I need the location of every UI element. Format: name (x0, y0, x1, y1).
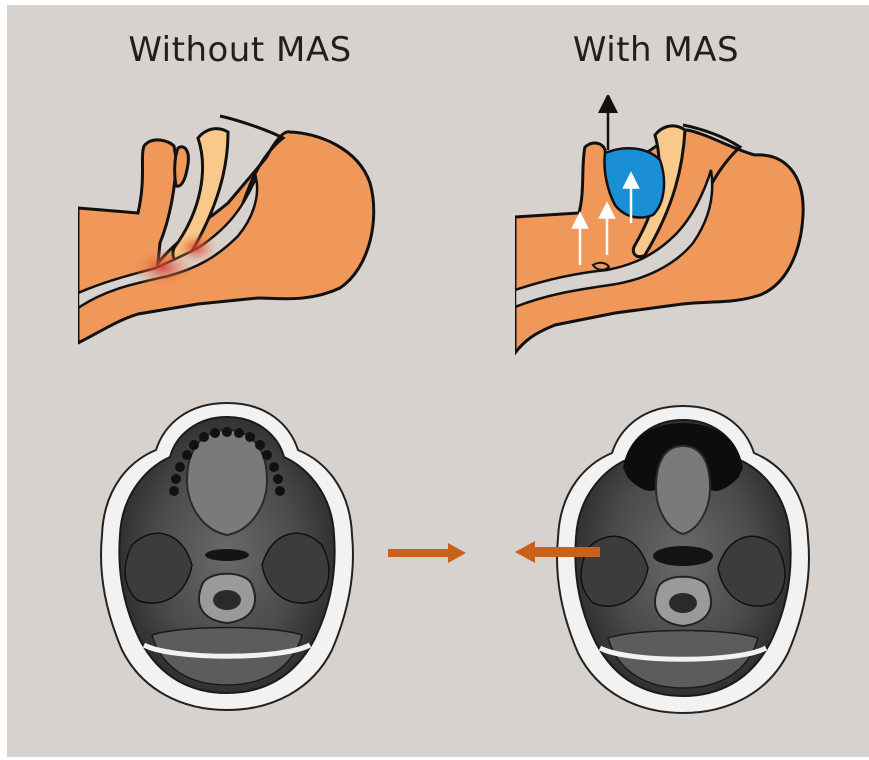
airway-widened (653, 546, 713, 566)
arrow-right-orange (388, 543, 468, 563)
airway-diagram-without-mas (78, 108, 378, 348)
obstruction-glow-2 (174, 232, 218, 264)
mri-axial-without-mas (92, 395, 362, 715)
title-with-mas: With MAS (486, 30, 826, 70)
tongue-tip (593, 263, 609, 270)
uvula (175, 147, 189, 186)
spinal-canal (213, 590, 241, 610)
airway-diagram-with-mas (515, 95, 815, 355)
arrow-left-orange (515, 541, 600, 563)
airway-narrow (205, 549, 249, 561)
title-without-mas: Without MAS (70, 30, 410, 70)
spinal-canal (669, 593, 697, 613)
